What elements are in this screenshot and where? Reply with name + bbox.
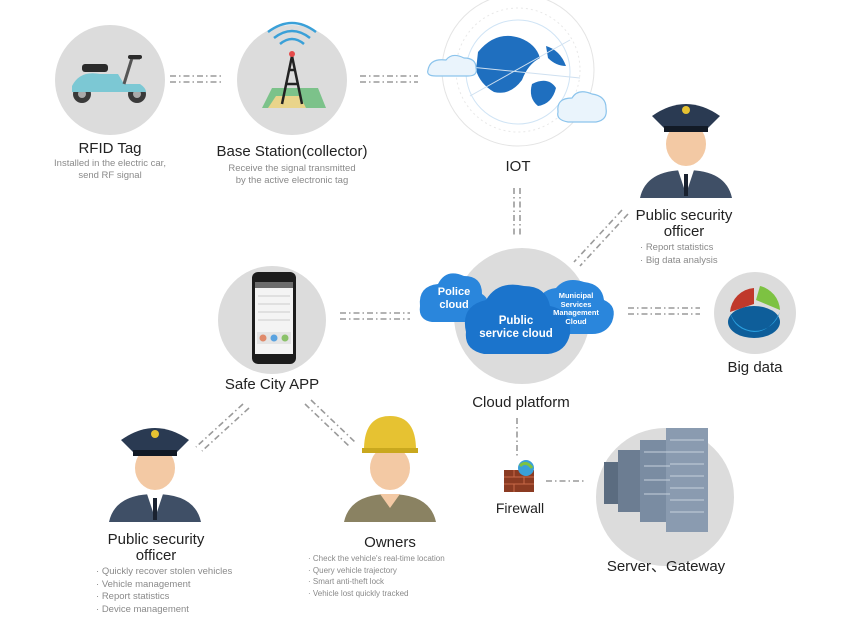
base-station-circle	[237, 25, 347, 135]
base-station-title: Base Station(collector)	[216, 143, 368, 160]
connectors	[170, 75, 700, 482]
server-title: Server、Gateway	[606, 558, 726, 575]
officer-top-title: Public security officer	[614, 208, 754, 240]
rfid-desc-line: Installed in the electric car,	[54, 158, 166, 169]
police-cloud-label: Police cloud	[426, 286, 482, 312]
officer-bottom-icon	[109, 428, 201, 522]
rfid-title: RFID Tag	[78, 140, 142, 157]
owners-bullets: Check the vehicle's real-time location Q…	[308, 553, 445, 599]
municipal-cloud-line: Management	[553, 308, 599, 317]
officer-top-icon	[640, 104, 732, 198]
scooter-icon	[72, 55, 146, 103]
officer-bottom-title-line: Public security	[107, 531, 205, 548]
officer-top-bullet: Big data analysis	[640, 255, 718, 268]
owners-title: Owners	[364, 534, 416, 551]
officer-bottom-bullet: Report statistics	[96, 591, 232, 604]
municipal-cloud-line: Services	[560, 299, 592, 309]
globe-icon	[427, 0, 607, 147]
phone-icon	[252, 272, 296, 364]
public-cloud-line: Public	[498, 315, 534, 327]
officer-bottom-bullet: Device management	[96, 604, 232, 617]
cloud-icons	[419, 273, 614, 354]
server-racks-icon	[604, 428, 708, 532]
base-station-desc-line: by the active electronic tag	[235, 175, 349, 186]
officer-bottom-bullets: Quickly recover stolen vehicles Vehicle …	[96, 566, 232, 616]
app-title: Safe City APP	[224, 376, 320, 393]
rfid-desc: Installed in the electric car, send RF s…	[30, 158, 190, 182]
public-cloud-line: service cloud	[479, 328, 553, 340]
officer-top-title-line: officer	[663, 223, 705, 240]
officer-top-bullet: Report statistics	[640, 242, 718, 255]
firewall-title: Firewall	[495, 500, 545, 516]
municipal-cloud-line: Municipal	[558, 291, 594, 300]
officer-top-title-line: Public security	[635, 207, 733, 224]
base-station-desc-line: Receive the signal transmitted	[228, 163, 356, 174]
owners-bullet: Check the vehicle's real-time location	[308, 553, 445, 565]
municipal-cloud-line: Cloud	[565, 316, 587, 326]
officer-bottom-bullet: Quickly recover stolen vehicles	[96, 566, 232, 579]
police-cloud-line: Police	[437, 286, 471, 298]
officer-bottom-title: Public security officer	[86, 532, 226, 564]
officer-bottom-bullet: Vehicle management	[96, 579, 232, 592]
base-station-desc: Receive the signal transmitted by the ac…	[202, 163, 382, 187]
owners-bullet: Vehicle lost quickly tracked	[308, 588, 445, 600]
cloud-platform-title: Cloud platform	[472, 394, 570, 411]
officer-top-bullets: Report statistics Big data analysis	[640, 242, 718, 267]
public-cloud-label: Public service cloud	[466, 315, 566, 341]
firewall-icon	[504, 460, 534, 492]
iot-title: IOT	[505, 158, 531, 175]
municipal-cloud-label: Municipal Services Management Cloud	[544, 291, 608, 326]
big-data-title: Big data	[727, 359, 783, 376]
tower-icon	[262, 21, 326, 108]
pie-chart-icon	[728, 286, 780, 338]
owner-icon	[344, 416, 436, 522]
police-cloud-line: cloud	[439, 299, 469, 311]
owners-bullet: Query vehicle trajectory	[308, 565, 445, 577]
officer-bottom-title-line: officer	[135, 547, 177, 564]
owners-bullet: Smart anti-theft lock	[308, 576, 445, 588]
rfid-desc-line: send RF signal	[78, 170, 142, 181]
